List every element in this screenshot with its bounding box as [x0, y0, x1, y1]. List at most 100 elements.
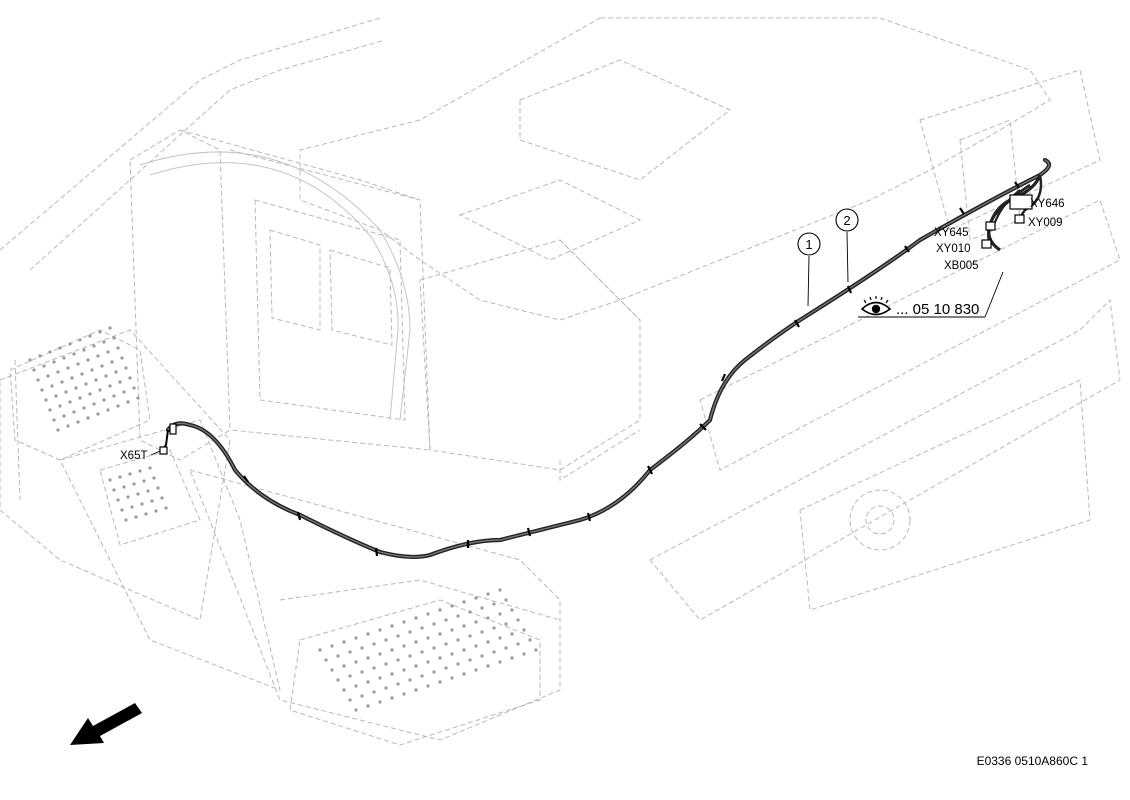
grate-hole [480, 654, 484, 658]
reference-note: ... 05 10 830 [858, 271, 1004, 318]
grate-hole [60, 380, 64, 384]
grate-hole [462, 672, 466, 676]
grate-hole [528, 638, 532, 642]
grate-hole [122, 390, 126, 394]
grate-hole [342, 688, 346, 692]
grate-hole [58, 346, 62, 350]
grate-hole [378, 700, 382, 704]
grate-hole [104, 374, 108, 378]
grate-hole [348, 674, 352, 678]
grate-hole [504, 646, 508, 650]
grate-hole [102, 340, 106, 344]
grate-hole [140, 502, 144, 506]
grate-hole [420, 626, 424, 630]
grate-hole [86, 416, 90, 420]
grate-hole [354, 660, 358, 664]
grate-hole [116, 404, 120, 408]
grate-hole [468, 610, 472, 614]
grate-hole [164, 506, 168, 510]
grate-hole [56, 370, 60, 374]
grate-hole [96, 354, 100, 358]
grate-hole [414, 688, 418, 692]
grate-hole [414, 640, 418, 644]
grate-hole [378, 652, 382, 656]
grate-hole [62, 414, 66, 418]
grate-hole [426, 636, 430, 640]
grate-hole [438, 632, 442, 636]
grate-hole [504, 598, 508, 602]
grate-hole [118, 475, 122, 479]
grate-hole [106, 350, 110, 354]
grate-hole [50, 384, 54, 388]
grate-hole [28, 358, 32, 362]
grate-hole [444, 642, 448, 646]
grate-hole [450, 604, 454, 608]
grate-hole [146, 489, 150, 493]
grate-hole [116, 346, 120, 350]
grate-hole [148, 466, 152, 470]
grate-hole [384, 686, 388, 690]
grate-hole [408, 630, 412, 634]
machine-frame [0, 17, 1121, 746]
grate-hole [128, 376, 132, 380]
grate-hole [44, 398, 48, 402]
grate-hole [124, 366, 128, 370]
grate-hole [354, 708, 358, 712]
grate-hole [396, 634, 400, 638]
grate-hole [378, 628, 382, 632]
grate-hole [348, 698, 352, 702]
grate-hole [522, 628, 526, 632]
grate-hole [396, 658, 400, 662]
grate-hole [444, 618, 448, 622]
grate-hole [108, 478, 112, 482]
grate-hole [116, 498, 120, 502]
grate-hole [468, 658, 472, 662]
grate-hole [414, 664, 418, 668]
grate-hole [156, 486, 160, 490]
grate-hole [474, 668, 478, 672]
grate-hole [126, 495, 130, 499]
harness-clips [243, 181, 1020, 557]
grate-hole [102, 398, 106, 402]
grate-hole [426, 612, 430, 616]
grate-hole [40, 388, 44, 392]
grate-hole [88, 334, 92, 338]
wiring-harness [159, 157, 1052, 560]
grate-hole [78, 396, 82, 400]
grate-hole [474, 620, 478, 624]
grate-hole [432, 646, 436, 650]
connector-label-xy010: XY010 [936, 243, 971, 255]
grate-hole [516, 618, 520, 622]
grate-hole [36, 378, 40, 382]
grate-hole [480, 606, 484, 610]
grate-hole [54, 394, 58, 398]
grate-hole [384, 638, 388, 642]
grate-hole [70, 376, 74, 380]
grate-hole [456, 662, 460, 666]
grate-hole [510, 656, 514, 660]
grate-hole [432, 622, 436, 626]
connector-label-xb005: XB005 [944, 260, 979, 272]
grate-hole [402, 620, 406, 624]
grate-hole [462, 600, 466, 604]
callout-1: 1 [797, 232, 821, 307]
grate-hole [414, 616, 418, 620]
grate-hole [48, 408, 52, 412]
grate-hole [492, 626, 496, 630]
grate-hole [450, 652, 454, 656]
grate-hole [120, 508, 124, 512]
grate-hole [372, 642, 376, 646]
grate-hole [372, 690, 376, 694]
grate-hole [420, 674, 424, 678]
grate-hole [154, 509, 158, 513]
grate-hole [402, 692, 406, 696]
grate-hole [522, 652, 526, 656]
grate-hole [58, 404, 62, 408]
grate-hole [38, 354, 42, 358]
grate-hole [408, 678, 412, 682]
grate-hole [426, 660, 430, 664]
grate-hole [366, 632, 370, 636]
grate-hole [72, 410, 76, 414]
grate-hole [86, 358, 90, 362]
